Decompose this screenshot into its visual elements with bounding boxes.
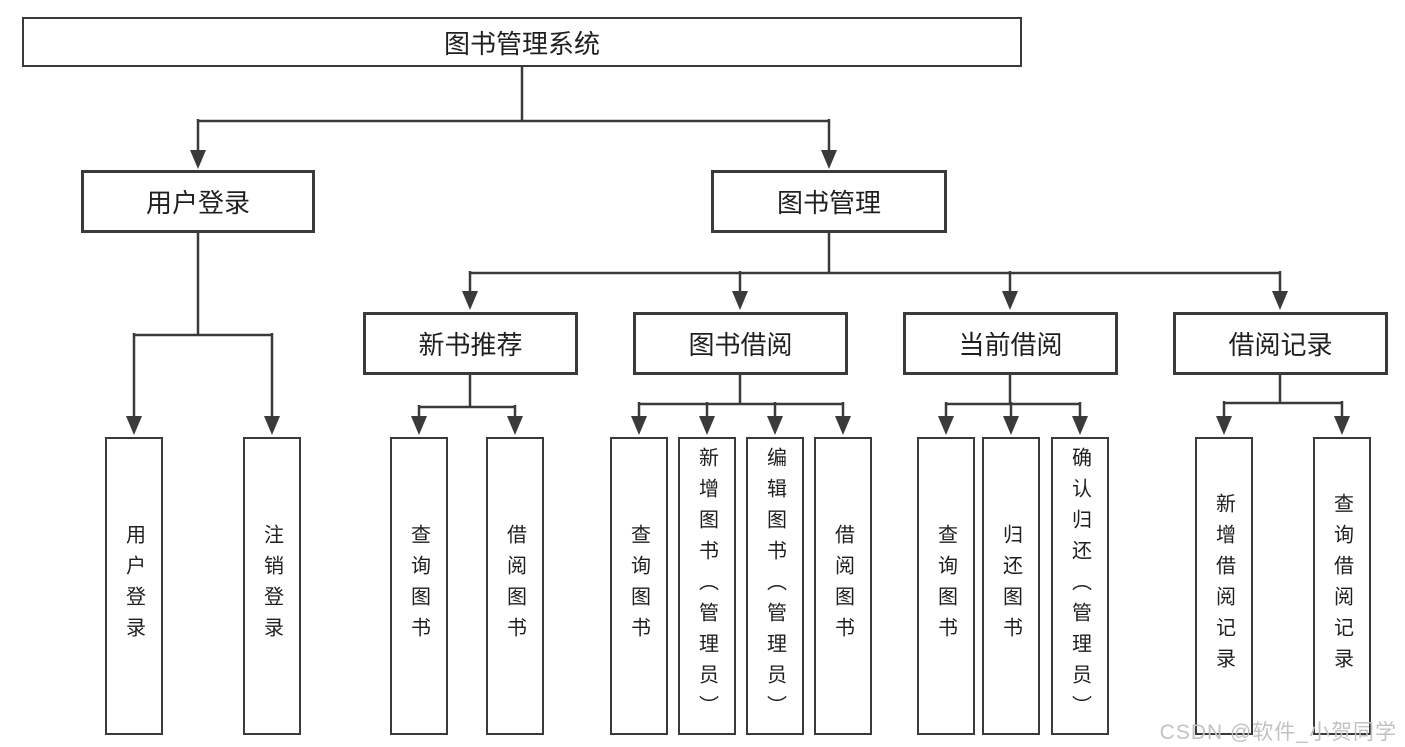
arrow-borrowing-records [1272,291,1288,310]
arrow-book-management [821,150,837,169]
node-query-books-recommend: 查询图书 [390,437,448,735]
connector-new-book-recommend-to-children [417,375,517,418]
node-borrowing-records-label: 借阅记录 [1228,330,1333,360]
node-query-borrow-record: 查询借阅记录 [1313,437,1371,735]
node-confirm-return-admin: 确认归还（管理员） [1051,437,1109,735]
node-edit-books-admin: 编辑图书（管理员） [746,437,804,735]
node-book-management: 图书管理 [711,170,947,233]
arrow-current-borrowing [1002,291,1018,310]
arrow-return-books [1003,416,1019,435]
node-new-book-recommend: 新书推荐 [363,312,578,375]
connector-borrowing-records-to-children [1222,375,1344,418]
arrow-add-books-admin [699,416,715,435]
arrowheads [126,150,1350,435]
node-new-book-recommend-label: 新书推荐 [418,330,523,360]
node-root-system-label: 图书管理系统 [443,28,600,59]
connector-current-borrowing-to-children [944,375,1082,418]
connector-book-borrowing-to-children [637,375,845,418]
node-return-books: 归还图书 [982,437,1040,735]
node-edit-books-admin-label: 编辑图书（管理员） [763,446,786,726]
node-add-borrow-record: 新增借阅记录 [1195,437,1253,735]
arrow-query-books-current [938,416,954,435]
node-book-management-label: 图书管理 [776,188,881,218]
arrow-book-borrowing [732,291,748,310]
node-logout: 注销登录 [243,437,301,735]
node-query-books-borrowing: 查询图书 [610,437,668,735]
node-add-books-admin-label: 新增图书（管理员） [695,446,718,726]
node-confirm-return-admin-label: 确认归还（管理员） [1068,446,1091,726]
node-add-books-admin: 新增图书（管理员） [678,437,736,735]
node-return-books-label: 归还图书 [999,524,1022,648]
node-book-borrowing-label: 图书借阅 [688,330,793,360]
node-root-system: 图书管理系统 [22,17,1022,67]
node-query-books-current: 查询图书 [917,437,975,735]
node-add-borrow-record-label: 新增借阅记录 [1212,493,1235,679]
node-current-borrowing-label: 当前借阅 [958,330,1063,360]
node-borrowing-records: 借阅记录 [1173,312,1388,375]
node-query-books-borrowing-label: 查询图书 [627,524,650,648]
node-logout-label: 注销登录 [260,524,283,648]
arrow-confirm-return-admin [1072,416,1088,435]
arrow-user-login-action [126,416,142,435]
arrow-query-borrow-record [1334,416,1350,435]
node-user-login-action-label: 用户登录 [122,524,145,648]
arrow-logout [264,416,280,435]
arrow-borrow-books-recommend [507,416,523,435]
arrow-new-book-recommend [462,291,478,310]
connector-book-management-to-level3 [468,233,1282,292]
arrow-query-books-borrowing [631,416,647,435]
node-borrow-books-recommend: 借阅图书 [486,437,544,735]
node-user-login: 用户登录 [81,170,315,233]
arrow-borrow-books-borrowing [835,416,851,435]
node-query-books-current-label: 查询图书 [934,524,957,648]
arrow-edit-books-admin [767,416,783,435]
connector-user-login-to-children [132,233,274,418]
node-current-borrowing: 当前借阅 [903,312,1118,375]
csdn-watermark: CSDN @软件_小贺同学 [1159,721,1397,744]
node-borrow-books-recommend-label: 借阅图书 [503,524,526,648]
node-user-login-action: 用户登录 [105,437,163,735]
node-query-books-recommend-label: 查询图书 [407,524,430,648]
arrow-add-borrow-record [1216,416,1232,435]
node-user-login-label: 用户登录 [145,188,250,218]
connector-root-to-level2 [196,66,831,152]
node-query-borrow-record-label: 查询借阅记录 [1330,493,1353,679]
arrow-user-login [190,150,206,169]
node-borrow-books-borrowing: 借阅图书 [814,437,872,735]
node-book-borrowing: 图书借阅 [633,312,848,375]
arrow-query-books-recommend [411,416,427,435]
node-borrow-books-borrowing-label: 借阅图书 [831,524,854,648]
